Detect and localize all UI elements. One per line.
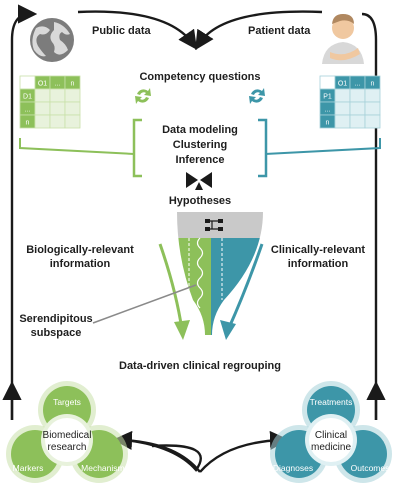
petal-label-targets: Targets [53, 397, 81, 407]
inference-label: Inference [176, 154, 225, 166]
patient-data-table: O1...nP1...n [319, 75, 381, 129]
green-arrow [158, 243, 184, 331]
arrow-bottom-to-clinical [199, 430, 290, 473]
green-arrowhead [174, 320, 190, 340]
public-table-col-header: ... [55, 81, 61, 88]
clustering-label: Clustering [173, 139, 227, 151]
flowchart-icon [205, 219, 223, 231]
teal-arrow [226, 243, 264, 331]
petal-label-markers: Markers [13, 463, 44, 473]
bowtie-icon [186, 172, 212, 190]
public-table-row-header: ... [25, 107, 31, 114]
hypotheses-label: Hypotheses [169, 195, 231, 207]
patient-table-col-header: ... [355, 81, 361, 88]
clinical-center-line2: medicine [311, 442, 351, 453]
public-table-row-header: n [26, 120, 30, 127]
bio-info-label-line1: Biologically-relevant [26, 244, 134, 256]
arrow-patient-to-center [195, 10, 323, 51]
competency-label: Competency questions [139, 71, 260, 83]
patient-table-col-header: O1 [338, 81, 347, 88]
clinical-center-line1: Clinical [315, 430, 347, 441]
recycle-icon [249, 88, 265, 104]
globe-icon [30, 18, 74, 62]
arrow-right-up [361, 12, 378, 420]
right-bracket [258, 118, 268, 178]
serendip-label-line2: subspace [31, 327, 82, 339]
public-table-row-header: D1 [23, 94, 32, 101]
public-data-label: Public data [92, 25, 152, 37]
arrow-globe-to-center [77, 10, 198, 50]
patient-icon [322, 14, 364, 64]
teal-connector [264, 138, 381, 155]
patient-table-row-header: P1 [323, 94, 332, 101]
arrow-left-up [10, 4, 38, 420]
teal-arrowhead [220, 320, 236, 340]
public-table-col-header: n [71, 81, 75, 88]
clin-info-label-line2: information [288, 258, 349, 270]
modeling-label: Data modeling [162, 124, 238, 136]
recycle-icon [135, 88, 151, 104]
public-data-table: O1...nD1...n [19, 75, 81, 129]
bio-info-label-line2: information [50, 258, 111, 270]
left-bracket [132, 118, 142, 178]
clin-info-label-line1: Clinically-relevant [271, 244, 365, 256]
public-table-col-header: O1 [38, 81, 47, 88]
biomedical-flower [6, 381, 128, 483]
arrow-bottom-to-research [112, 430, 201, 473]
clinical-flower [270, 381, 392, 483]
regrouping-label: Data-driven clinical regrouping [119, 360, 281, 372]
serendipitous-pointer [92, 284, 197, 324]
serendip-label-line1: Serendipitous [19, 313, 92, 325]
green-connector [19, 138, 135, 155]
petal-label-outcomes: Outcomes [351, 463, 390, 473]
petal-label-diagnoses: Diagnoses [273, 463, 313, 473]
cycle-arrows [2, 4, 386, 473]
patient-data-label: Patient data [248, 25, 311, 37]
biomedical-center-line2: research [48, 442, 87, 453]
petal-label-mechanisms: Mechanisms [81, 463, 129, 473]
biomedical-center-line1: Biomedical [43, 430, 92, 441]
patient-table-col-header: n [371, 81, 375, 88]
petal-label-treatments: Treatments [310, 397, 353, 407]
patient-table-row-header: n [326, 120, 330, 127]
patient-table-row-header: ... [325, 107, 331, 114]
